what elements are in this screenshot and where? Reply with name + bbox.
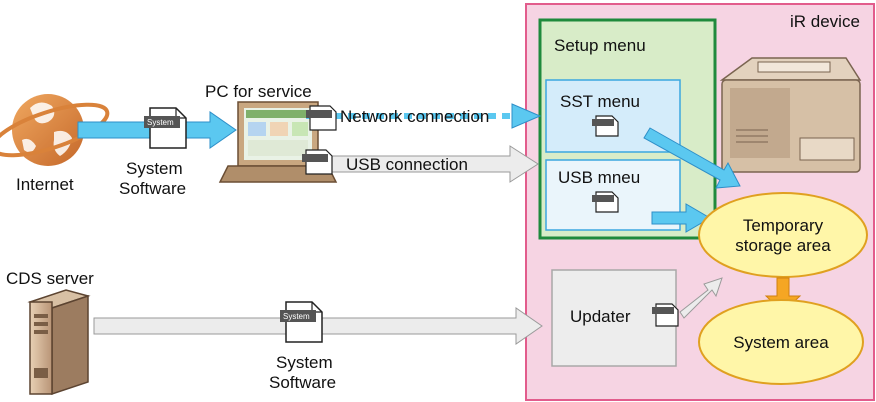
usb-connection-arrow xyxy=(305,145,539,183)
server-icon xyxy=(27,289,91,396)
temporary-storage-ellipse xyxy=(698,192,868,278)
updater-label: Updater xyxy=(570,307,631,326)
document-icon: System xyxy=(280,301,323,343)
system-area-ellipse xyxy=(698,299,864,385)
globe-icon xyxy=(0,94,110,166)
network-connection-label: Network connection xyxy=(340,107,489,126)
temporary-storage-line2: storage area xyxy=(735,236,831,255)
temporary-storage-line1: Temporary xyxy=(743,216,824,235)
system-area-label: System area xyxy=(733,333,829,352)
printer-icon xyxy=(719,57,862,173)
laptop-icon xyxy=(218,101,338,183)
document-icon xyxy=(592,115,619,137)
document-icon xyxy=(592,191,619,213)
top-software-line1: System xyxy=(126,159,183,178)
bottom-software-line1: System xyxy=(276,353,333,372)
bottom-software-line2: Software xyxy=(269,373,336,392)
doc-label: System xyxy=(283,312,310,321)
updater-to-storage-arrow xyxy=(679,277,723,319)
document-icon: System xyxy=(144,107,187,149)
usb-to-storage-arrow xyxy=(651,203,711,233)
doc-label: System xyxy=(147,118,174,127)
setup-menu: Setup menu SST menu USB mneu xyxy=(538,18,717,240)
usb-menu-label: USB mneu xyxy=(558,168,640,187)
ir-device-title: iR device xyxy=(790,12,860,31)
internet-label: Internet xyxy=(16,175,74,194)
sst-to-storage-arrow xyxy=(643,127,741,189)
usb-connection-label: USB connection xyxy=(346,155,468,174)
setup-menu-title: Setup menu xyxy=(554,36,646,55)
pc-label: PC for service xyxy=(205,82,312,101)
document-icon xyxy=(652,303,679,327)
document-icon xyxy=(302,149,333,175)
top-software-line2: Software xyxy=(119,179,186,198)
updater-box xyxy=(551,269,677,367)
cds-server-label: CDS server xyxy=(6,269,94,288)
network-connection-arrowhead xyxy=(511,103,542,129)
sst-menu-label: SST menu xyxy=(560,92,640,111)
document-icon xyxy=(306,105,337,131)
